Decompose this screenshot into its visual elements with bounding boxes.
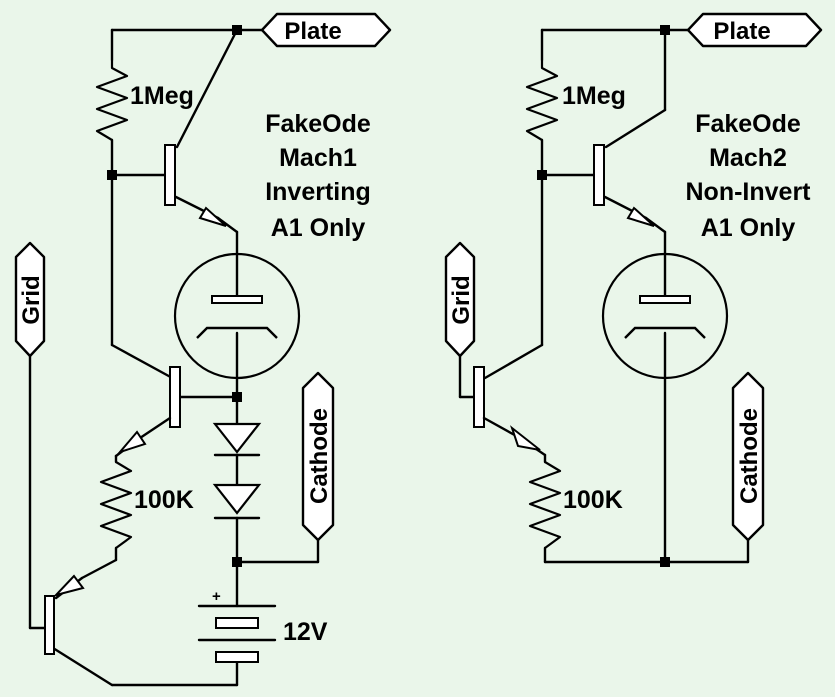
resistor-1meg-label: 1Meg xyxy=(130,82,194,110)
resistor-100k-mach2: 100K xyxy=(528,461,623,549)
cathode-flag-mach1[interactable]: Cathode xyxy=(301,371,335,542)
cathode-flag-label: Cathode xyxy=(736,408,763,504)
resistor-1meg-mach1: 1Meg xyxy=(95,60,194,141)
transistor-q1-mach2 xyxy=(593,144,667,234)
wires-mach2 xyxy=(458,28,750,564)
junction-dot xyxy=(107,170,117,180)
diode-upper-mach1 xyxy=(212,422,262,457)
battery-plus-sign: + xyxy=(212,588,221,605)
transistor-q3-mach1 xyxy=(44,595,55,655)
junction-dot xyxy=(232,25,242,35)
circuit-mach1: Plate Grid Cathode 1Meg xyxy=(14,12,392,687)
junction-dot xyxy=(232,392,242,402)
circuit-mach2: Plate Grid Cathode 1Meg xyxy=(444,12,823,567)
plate-flag-mach1[interactable]: Plate xyxy=(260,12,392,48)
transistor-q1-mach1 xyxy=(164,144,239,234)
grid-flag-mach1[interactable]: Grid xyxy=(14,241,46,358)
title-line-1: FakeOde xyxy=(695,110,801,138)
plate-flag-label: Plate xyxy=(713,18,770,45)
plate-flag-mach2[interactable]: Plate xyxy=(686,12,823,48)
title-line-4: A1 Only xyxy=(271,214,366,242)
resistor-100k-label: 100K xyxy=(563,486,623,514)
cathode-flag-label: Cathode xyxy=(306,408,333,504)
transistor-q2-mach1 xyxy=(114,366,181,458)
grid-flag-label: Grid xyxy=(18,275,45,324)
title-line-1: FakeOde xyxy=(265,110,371,138)
resistor-1meg-mach2: 1Meg xyxy=(525,60,626,141)
junction-dot xyxy=(660,25,670,35)
battery-value-label: 12V xyxy=(283,618,328,646)
title-line-3: Inverting xyxy=(265,178,371,206)
resistor-1meg-label: 1Meg xyxy=(562,82,626,110)
diode-lower-mach1 xyxy=(212,483,262,520)
grid-flag-label: Grid xyxy=(448,275,475,324)
title-line-2: Mach2 xyxy=(709,144,787,172)
cathode-flag-mach2[interactable]: Cathode xyxy=(731,371,765,542)
vacuum-tube-mach1 xyxy=(173,252,301,380)
resistor-100k-mach1: 100K xyxy=(52,461,194,600)
transistor-q2-mach2 xyxy=(473,366,547,457)
junction-dot xyxy=(660,557,670,567)
junction-dot xyxy=(537,170,547,180)
title-block-mach1: FakeOde Mach1 Inverting A1 Only xyxy=(265,110,371,242)
resistor-100k-label: 100K xyxy=(134,486,194,514)
plate-flag-label: Plate xyxy=(284,18,341,45)
battery-12v-mach1: + 12V xyxy=(197,588,328,663)
title-line-2: Mach1 xyxy=(279,144,357,172)
title-line-4: A1 Only xyxy=(701,214,796,242)
vacuum-tube-mach2 xyxy=(601,252,729,380)
title-line-3: Non-Invert xyxy=(686,178,812,206)
title-block-mach2: FakeOde Mach2 Non-Invert A1 Only xyxy=(686,110,812,242)
grid-flag-mach2[interactable]: Grid xyxy=(444,241,476,358)
junction-dot xyxy=(232,557,242,567)
